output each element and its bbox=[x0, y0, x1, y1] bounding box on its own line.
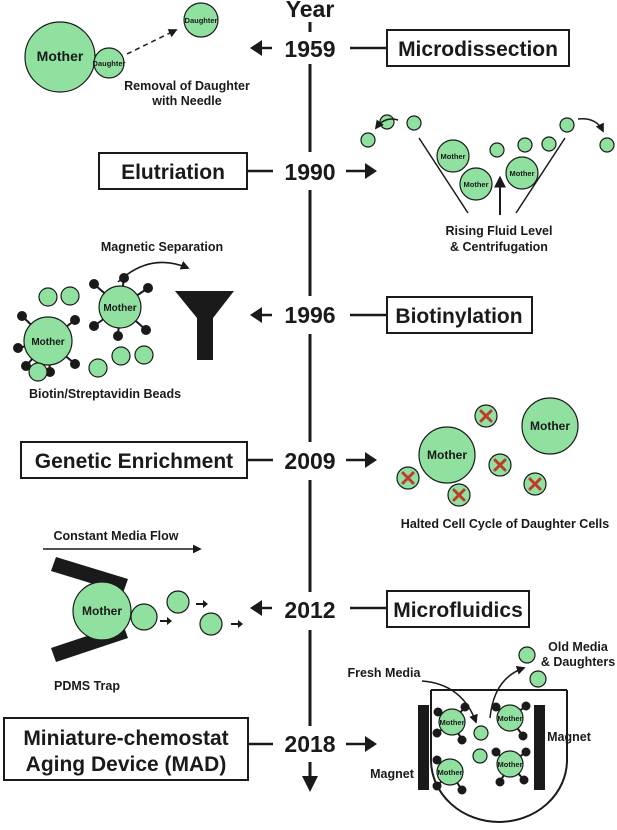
mother-label: Mother bbox=[498, 714, 523, 723]
axis-title: Year bbox=[286, 0, 335, 22]
caption-line2: & Centrifugation bbox=[450, 240, 548, 254]
magnetic-separation-label: Magnetic Separation bbox=[101, 240, 223, 254]
fresh-media-label: Fresh Media bbox=[348, 666, 422, 680]
method-label: Elutriation bbox=[121, 161, 225, 184]
method-label-line1: Miniature-chemostat bbox=[23, 727, 228, 750]
removed-daughter-label: Daughter bbox=[185, 16, 218, 25]
right-magnet-label: Magnet bbox=[547, 730, 592, 744]
illustration-microfluidics: Constant Media Flow Mother PDMS Trap bbox=[43, 529, 243, 693]
daughter-label: Daughter bbox=[93, 59, 126, 68]
axis-end-arrow bbox=[302, 776, 318, 792]
method-elutriation: Elutriation bbox=[98, 152, 248, 190]
method-microdissection: Microdissection bbox=[386, 29, 570, 67]
caption-line2: with Needle bbox=[151, 94, 222, 108]
mother-label: Mother bbox=[530, 419, 570, 433]
caption-line1: PDMS Trap bbox=[54, 679, 120, 693]
connectors bbox=[247, 40, 386, 752]
mother-label: Mother bbox=[464, 180, 489, 189]
method-mad: Miniature-chemostat Aging Device (MAD) bbox=[3, 717, 249, 781]
caption-line1: Rising Fluid Level bbox=[446, 224, 553, 238]
illustration-elutriation: Mother Mother Mother Rising Fluid Level … bbox=[360, 114, 615, 254]
caption-line1: Halted Cell Cycle of Daughter Cells bbox=[401, 517, 609, 531]
mother-label: Mother bbox=[82, 604, 122, 618]
mother-label: Mother bbox=[37, 48, 84, 64]
illustration-genetic-enrichment: Mother Mother Halted Cell Cycle of Daugh… bbox=[396, 397, 609, 531]
method-label: Biotinylation bbox=[395, 305, 522, 328]
illustration-biotinylation: Magnetic Separation Mother Mother Bioti bbox=[13, 240, 234, 401]
method-label: Genetic Enrichment bbox=[35, 450, 233, 473]
mother-label: Mother bbox=[31, 337, 64, 348]
method-biotinylation: Biotinylation bbox=[386, 296, 533, 334]
old-media-label-line2: & Daughters bbox=[541, 655, 615, 669]
year-2012: 2012 bbox=[284, 597, 335, 623]
media-flow-label: Constant Media Flow bbox=[54, 529, 179, 543]
daughter-cell bbox=[93, 47, 125, 79]
method-label-line2: Aging Device (MAD) bbox=[26, 753, 227, 776]
removed-daughter-cell bbox=[183, 2, 219, 38]
caption-line1: Removal of Daughter bbox=[124, 79, 250, 93]
year-2009: 2009 bbox=[284, 448, 335, 474]
method-genetic-enrichment: Genetic Enrichment bbox=[20, 441, 248, 479]
old-media-label-line1: Old Media bbox=[548, 640, 609, 654]
method-label: Microfluidics bbox=[393, 599, 523, 622]
left-magnet bbox=[418, 705, 429, 790]
caption-line1: Biotin/Streptavidin Beads bbox=[29, 387, 181, 401]
year-labels: 1959 1990 1996 2009 2012 2018 bbox=[284, 36, 335, 757]
mother-label: Mother bbox=[510, 169, 535, 178]
timeline-axis: Year bbox=[286, 0, 335, 792]
method-label: Microdissection bbox=[398, 38, 558, 61]
method-microfluidics: Microfluidics bbox=[386, 590, 530, 628]
mother-label: Mother bbox=[427, 448, 467, 462]
mother-label: Mother bbox=[498, 760, 523, 769]
right-magnet bbox=[534, 705, 545, 790]
mother-label: Mother bbox=[441, 152, 466, 161]
mother-label: Mother bbox=[438, 768, 463, 777]
left-magnet-label: Magnet bbox=[370, 767, 415, 781]
halted-daughter-cells bbox=[396, 404, 547, 507]
mother-label: Mother bbox=[440, 718, 465, 727]
magnetic-filter bbox=[175, 291, 234, 360]
illustration-mad: Magnet Magnet Fresh Media Old Media & Da… bbox=[348, 640, 615, 823]
mother-label: Mother bbox=[103, 303, 136, 314]
year-1990: 1990 bbox=[284, 159, 335, 185]
year-2018: 2018 bbox=[284, 731, 335, 757]
year-1996: 1996 bbox=[284, 302, 335, 328]
year-1959: 1959 bbox=[284, 36, 335, 62]
illustration-microdissection: Mother Daughter Daughter Removal of Daug… bbox=[24, 2, 250, 108]
